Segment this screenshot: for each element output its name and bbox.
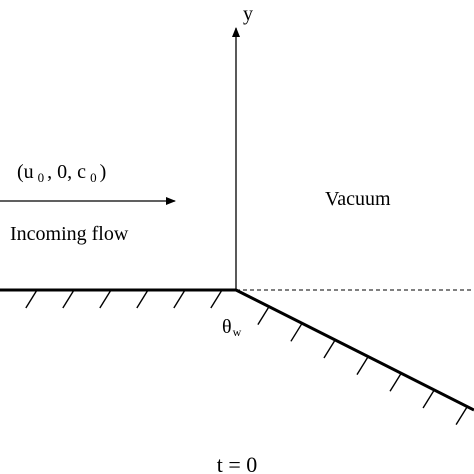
wedge-angle-sub: w bbox=[233, 325, 242, 339]
time-label: t = 0 bbox=[217, 452, 258, 474]
hatch-mark bbox=[173, 289, 186, 309]
hatch-mark bbox=[389, 372, 402, 392]
wedge-angle-theta: θ bbox=[222, 316, 232, 338]
hatch-mark bbox=[290, 322, 303, 342]
incoming-flow-label: Incoming flow bbox=[10, 223, 129, 245]
incoming-state-close-paren: ) bbox=[100, 161, 107, 183]
wedge-wall-hatching bbox=[257, 306, 468, 425]
wedge-angle-label: θw bbox=[222, 316, 242, 339]
vacuum-label: Vacuum bbox=[325, 188, 391, 210]
hatch-mark bbox=[136, 289, 149, 309]
incoming-state-middle: , 0, c bbox=[47, 161, 86, 183]
hatch-mark bbox=[257, 306, 270, 326]
hatch-mark bbox=[455, 406, 468, 425]
hatch-mark bbox=[62, 289, 75, 309]
horizontal-wall-hatching bbox=[25, 289, 223, 309]
hatch-mark bbox=[356, 356, 369, 376]
wedge-wall bbox=[235, 288, 474, 412]
hatch-mark bbox=[422, 389, 435, 409]
y-axis-label: y bbox=[243, 3, 253, 25]
hatch-mark bbox=[25, 289, 38, 309]
hatch-mark bbox=[99, 289, 112, 309]
hatch-mark bbox=[323, 339, 336, 359]
incoming-state-c-sub: 0 bbox=[90, 170, 97, 185]
incoming-state-open-paren: ( bbox=[17, 161, 24, 183]
incoming-state-u: u bbox=[24, 161, 34, 183]
incoming-state-u-sub: 0 bbox=[38, 170, 45, 185]
hatch-mark bbox=[210, 289, 223, 309]
